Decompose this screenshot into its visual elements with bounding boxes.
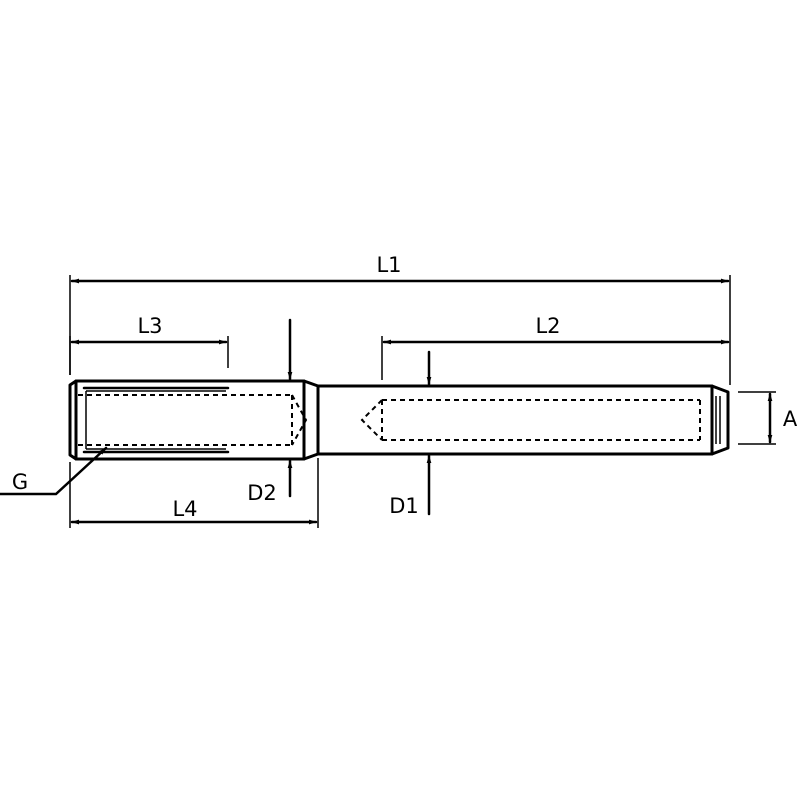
l2-label: L2: [535, 314, 560, 338]
dim-a: A: [738, 391, 798, 445]
l1-label: L1: [376, 253, 401, 277]
dim-l3: L3: [69, 314, 229, 375]
dim-d2: D2: [247, 318, 293, 505]
l4-label: L4: [172, 497, 197, 521]
shaft-bore: [360, 396, 721, 444]
dim-l2: L2: [381, 314, 730, 380]
d2-label: D2: [247, 481, 277, 505]
g-label: G: [12, 470, 28, 494]
leader-g: G: [0, 446, 108, 496]
dim-d1: D1: [389, 350, 432, 518]
l3-label: L3: [137, 314, 162, 338]
a-label: A: [783, 407, 798, 431]
shaft-outline: [316, 384, 730, 456]
sleeve-bore: [78, 386, 308, 454]
terminal-body: [68, 379, 730, 461]
dim-l1: L1: [69, 253, 731, 385]
shoulder-step: [302, 379, 320, 461]
d1-label: D1: [389, 494, 419, 518]
dim-l4: L4: [69, 458, 319, 528]
